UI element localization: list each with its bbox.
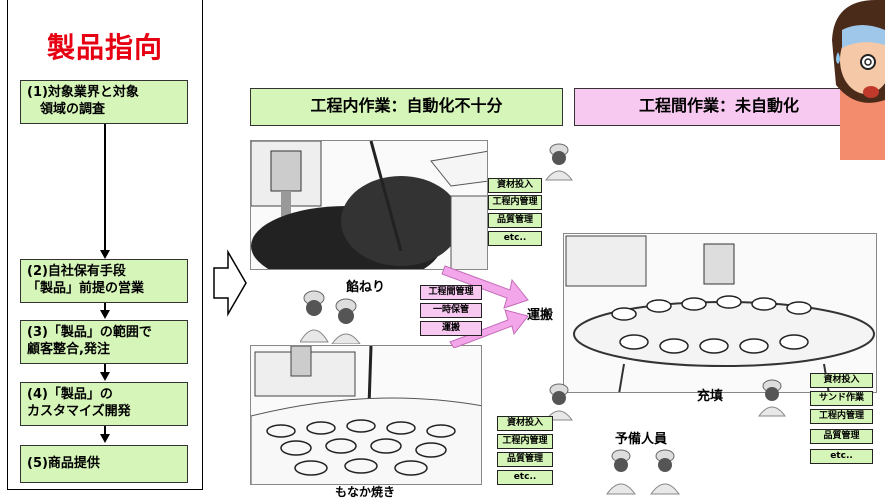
step-2-line1: (2)自社保有手段 <box>27 264 126 279</box>
step-1-line1: (1)対象業界と対象 <box>27 85 139 100</box>
panel-title: 製品指向 <box>46 31 163 64</box>
flow-line-3 <box>104 364 106 375</box>
filling-label: 充填 <box>697 389 724 404</box>
tag-quality-management: 品質管理 <box>488 213 542 228</box>
step-4-line2: カスタマイズ開発 <box>27 404 131 419</box>
tag-quality-management: 品質管理 <box>497 452 553 467</box>
within-process-header: 工程内作業：自動化不十分 <box>250 88 563 126</box>
tag-etc: etc.. <box>497 470 553 485</box>
tag-material-input: 資材投入 <box>810 373 873 388</box>
right-arrow-icon <box>213 249 247 317</box>
kneading-label: 餡ねり <box>346 280 386 295</box>
tag-process-management: 工程内管理 <box>488 195 542 210</box>
wafer-baking-image <box>250 345 482 485</box>
flow-arrow-1 <box>100 250 110 259</box>
baking-label: もなか焼き <box>335 485 396 499</box>
tag-temporary-storage: 一時保管 <box>420 303 482 318</box>
flow-line-2 <box>104 303 106 312</box>
worried-person-icon <box>832 0 885 160</box>
tag-etc: etc.. <box>488 231 542 246</box>
flow-line-1 <box>104 124 106 252</box>
step-2: (2)自社保有手段 「製品」前提の営業 <box>20 259 188 303</box>
step-5-line1: (5)商品提供 <box>27 456 100 471</box>
tag-quality-management: 品質管理 <box>810 429 873 444</box>
tag-process-management: 工程内管理 <box>810 409 873 424</box>
tag-etc: etc.. <box>810 449 873 464</box>
kneading-machine-image <box>250 140 488 270</box>
worker-icon <box>545 143 573 181</box>
tag-material-input: 資材投入 <box>497 416 553 431</box>
step-1-line2: 領域の調査 <box>27 102 106 117</box>
flow-arrow-3 <box>100 372 110 381</box>
step-3: (3)「製品」の範囲で 顧客整合,発注 <box>20 320 188 364</box>
tag-material-input: 資材投入 <box>488 178 542 193</box>
transport-arrows <box>441 265 529 348</box>
step-3-line1: (3)「製品」の範囲で <box>27 325 152 340</box>
tag-sandwich-work: サンド作業 <box>810 391 873 406</box>
worker-icon <box>758 379 786 417</box>
flow-arrow-2 <box>100 310 110 319</box>
filling-conveyor-image <box>563 233 877 393</box>
step-5: (5)商品提供 <box>20 445 188 483</box>
step-3-line2: 顧客整合,発注 <box>27 342 110 357</box>
step-4-line1: (4)「製品」の <box>27 387 113 402</box>
step-4: (4)「製品」の カスタマイズ開発 <box>20 382 188 426</box>
reserve-workers-icon <box>606 449 680 495</box>
workers-icon <box>300 290 361 344</box>
flow-line-4 <box>104 426 106 437</box>
transport-label: 運搬 <box>527 308 554 323</box>
reserve-label: 予備人員 <box>615 432 668 447</box>
flow-arrow-4 <box>100 434 110 443</box>
tag-interprocess-management: 工程間管理 <box>420 285 482 300</box>
step-2-line2: 「製品」前提の営業 <box>27 281 145 296</box>
process-panel <box>7 0 203 490</box>
tag-transport: 運搬 <box>420 321 482 336</box>
tag-process-management: 工程内管理 <box>497 434 553 449</box>
step-1: (1)対象業界と対象 領域の調査 <box>20 80 188 124</box>
between-process-header: 工程間作業：未自動化 <box>574 88 864 126</box>
